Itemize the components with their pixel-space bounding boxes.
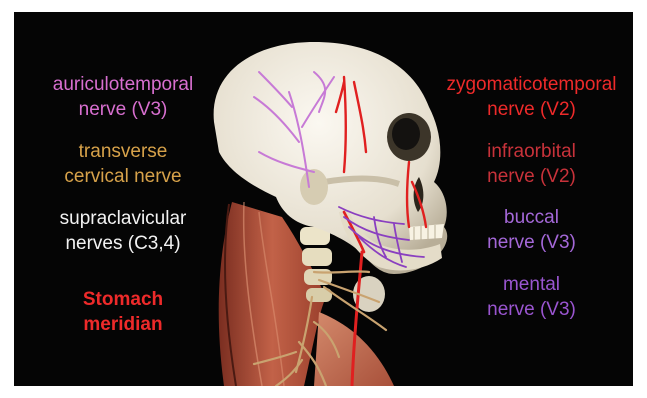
- diagram-canvas: auriculotemporal nerve (V3) transverse c…: [14, 12, 633, 386]
- infraorbital-label: infraorbital nerve (V2): [434, 139, 629, 189]
- transverse-cervical-label-line1: transverse: [28, 139, 218, 164]
- auriculotemporal-label-line2: nerve (V3): [28, 97, 218, 122]
- auriculotemporal-label: auriculotemporal nerve (V3): [28, 72, 218, 122]
- buccal-label-line2: nerve (V3): [434, 230, 629, 255]
- mental-label: mental nerve (V3): [434, 272, 629, 322]
- buccal-label: buccal nerve (V3): [434, 205, 629, 255]
- supraclavicular-label-line2: nerves (C3,4): [28, 231, 218, 256]
- transverse-cervical-label: transverse cervical nerve: [28, 139, 218, 189]
- zygomaticotemporal-label-line1: zygomaticotemporal: [434, 72, 629, 97]
- mental-label-line1: mental: [434, 272, 629, 297]
- zygomaticotemporal-label-line2: nerve (V2): [434, 97, 629, 122]
- stomach-meridian-label: Stomach meridian: [28, 287, 218, 337]
- buccal-label-line1: buccal: [434, 205, 629, 230]
- auriculotemporal-label-line1: auriculotemporal: [28, 72, 218, 97]
- supraclavicular-label-line1: supraclavicular: [28, 206, 218, 231]
- stomach-meridian-label-line2: meridian: [28, 312, 218, 337]
- zygomaticotemporal-label: zygomaticotemporal nerve (V2): [434, 72, 629, 122]
- transverse-cervical-label-line2: cervical nerve: [28, 164, 218, 189]
- infraorbital-label-line1: infraorbital: [434, 139, 629, 164]
- supraclavicular-label: supraclavicular nerves (C3,4): [28, 206, 218, 256]
- infraorbital-label-line2: nerve (V2): [434, 164, 629, 189]
- mental-label-line2: nerve (V3): [434, 297, 629, 322]
- stomach-meridian-label-line1: Stomach: [28, 287, 218, 312]
